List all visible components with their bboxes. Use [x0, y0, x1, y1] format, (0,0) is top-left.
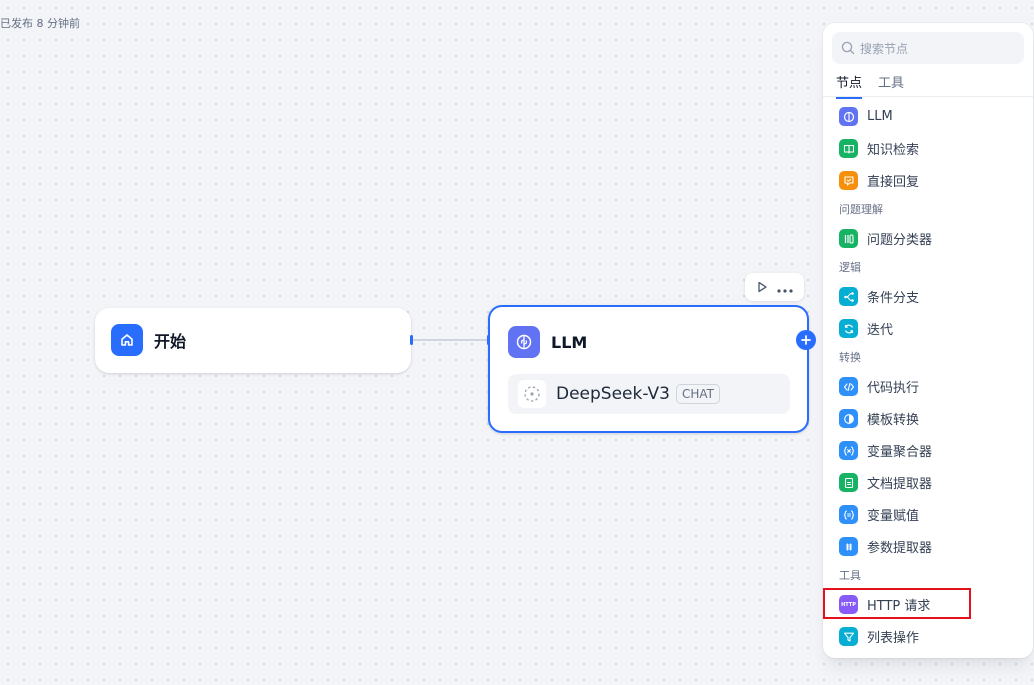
- brain-icon: [839, 107, 858, 126]
- edge-start-to-llm: [412, 339, 489, 341]
- search-placeholder: 搜索节点: [860, 41, 909, 56]
- brain-icon: [508, 326, 540, 358]
- node-item-iteration[interactable]: 迭代: [839, 319, 893, 338]
- node-item-llm[interactable]: LLM: [839, 107, 893, 126]
- item-label: 知识检索: [867, 143, 920, 158]
- node-toolbar: [745, 273, 804, 301]
- item-label: 代码执行: [867, 381, 920, 396]
- llm-input-handle[interactable]: [487, 335, 490, 345]
- book-icon: [839, 139, 858, 158]
- template-icon: [839, 409, 858, 428]
- model-selector[interactable]: DeepSeek-V3 CHAT: [508, 374, 790, 414]
- home-icon: [111, 324, 143, 356]
- item-label: 变量赋值: [867, 509, 920, 524]
- variable-aggregator-icon: [839, 441, 858, 460]
- branch-icon: [839, 287, 858, 306]
- group-label-logic: 逻辑: [839, 261, 861, 274]
- model-name: DeepSeek-V3: [556, 384, 670, 404]
- more-icon[interactable]: [777, 278, 793, 297]
- node-item-document-extractor[interactable]: 文档提取器: [839, 473, 932, 492]
- search-icon: [841, 41, 855, 55]
- node-item-variable-assigner[interactable]: 变量赋值: [839, 505, 919, 524]
- node-item-parameter-extractor[interactable]: 参数提取器: [839, 537, 932, 556]
- node-title: LLM: [551, 332, 588, 352]
- tab-nodes[interactable]: 节点: [836, 72, 863, 99]
- filter-icon: [839, 627, 858, 646]
- group-label-transform: 转换: [839, 351, 861, 364]
- panel-tabs: 节点 工具: [836, 72, 904, 99]
- item-label: 条件分支: [867, 291, 920, 306]
- item-label: LLM: [867, 109, 893, 124]
- code-icon: [839, 377, 858, 396]
- node-item-if-else[interactable]: 条件分支: [839, 287, 919, 306]
- tab-tools[interactable]: 工具: [878, 76, 905, 91]
- tabs-divider: [823, 96, 1033, 97]
- publish-status: 已发布 8 分钟前: [0, 17, 80, 30]
- item-label: 文档提取器: [867, 477, 933, 492]
- item-label: 参数提取器: [867, 541, 933, 556]
- group-label-tools: 工具: [839, 569, 861, 582]
- item-label: 列表操作: [867, 631, 920, 646]
- http-icon-text: HTTP: [841, 601, 856, 608]
- document-extract-icon: [839, 473, 858, 492]
- node-item-knowledge-retrieval[interactable]: 知识检索: [839, 139, 919, 158]
- node-item-list-operator[interactable]: 列表操作: [839, 627, 919, 646]
- start-node[interactable]: 开始: [95, 308, 411, 373]
- classifier-icon: [839, 229, 858, 248]
- item-label: 迭代: [867, 323, 894, 338]
- run-icon[interactable]: [756, 278, 768, 297]
- http-icon: HTTP: [839, 595, 858, 614]
- item-label: 变量聚合器: [867, 445, 933, 460]
- item-label: 直接回复: [867, 175, 920, 190]
- parameter-extract-icon: [839, 537, 858, 556]
- search-input[interactable]: 搜索节点: [832, 32, 1024, 64]
- variable-assign-icon: [839, 505, 858, 524]
- model-placeholder-icon: [518, 380, 546, 408]
- node-picker-panel: 搜索节点 节点 工具 LLM 知识检索 直接回复 问题理解 问题分类器 逻辑: [823, 23, 1033, 658]
- loop-icon: [839, 319, 858, 338]
- node-item-direct-reply[interactable]: 直接回复: [839, 171, 919, 190]
- node-item-template-transform[interactable]: 模板转换: [839, 409, 919, 428]
- llm-node[interactable]: LLM DeepSeek-V3 CHAT: [488, 305, 809, 433]
- node-item-question-classifier[interactable]: 问题分类器: [839, 229, 932, 248]
- node-item-code[interactable]: 代码执行: [839, 377, 919, 396]
- add-node-button[interactable]: [796, 330, 816, 350]
- model-mode-badge: CHAT: [675, 384, 720, 404]
- group-label-question-understanding: 问题理解: [839, 203, 883, 216]
- node-item-variable-aggregator[interactable]: 变量聚合器: [839, 441, 932, 460]
- node-title: 开始: [154, 332, 187, 351]
- item-label: 模板转换: [867, 413, 920, 428]
- message-reply-icon: [839, 171, 858, 190]
- start-output-handle[interactable]: [410, 335, 413, 345]
- item-label: 问题分类器: [867, 233, 933, 248]
- selection-highlight-box: [823, 588, 971, 619]
- node-item-http-request[interactable]: HTTP HTTP 请求: [839, 595, 930, 614]
- plus-icon: [801, 335, 811, 345]
- item-label: HTTP 请求: [867, 599, 931, 614]
